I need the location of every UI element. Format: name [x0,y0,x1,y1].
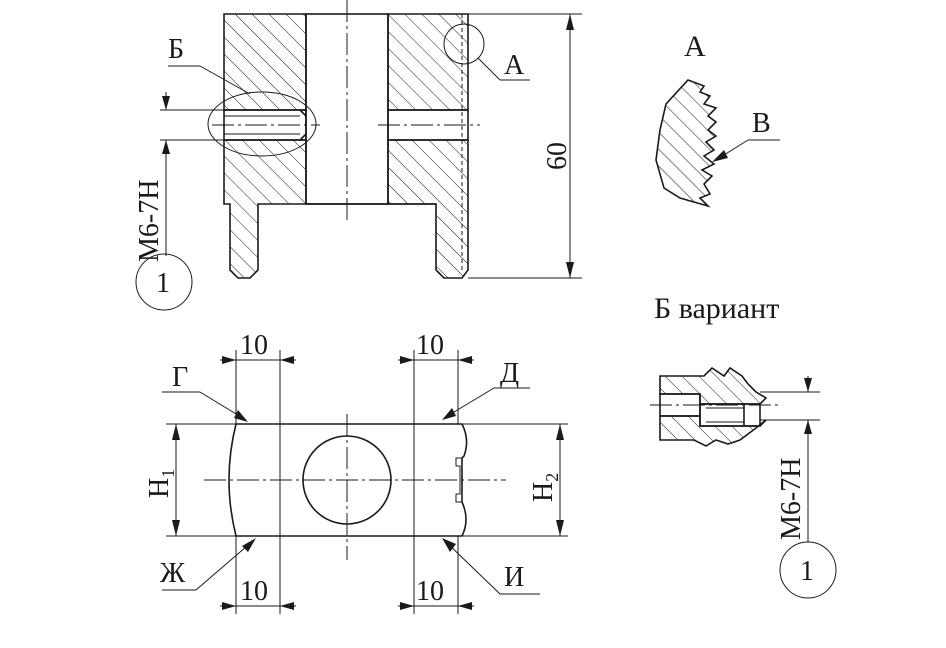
thread-spec-label: М6-7Н [134,180,165,262]
dim-tr-arrow2 [458,356,472,364]
variant-b-thread [699,403,761,427]
dim-tl-arrow2 [280,356,294,364]
thread-chamfer-bottom [299,133,307,141]
leader-g-arrow [234,410,248,422]
leader-zh-arrow [242,538,256,552]
dim60-arrow-bottom [566,262,574,278]
h1-sub: 1 [158,469,178,478]
label-i: И [504,562,524,593]
h2-sub: 2 [542,473,562,482]
label-b: Б [168,34,184,65]
thread-arrow-bottom [162,140,170,154]
svg-text:H1: H1 [144,469,178,498]
label-v: В [752,108,771,139]
plan-view [162,350,568,614]
variant-b-thread-spec: М6-7Н [776,458,807,540]
dim-tl-arrow1 [222,356,236,364]
dim-br-arrow1 [400,602,414,610]
left-wall-lower [223,139,307,279]
leader-v-arrow [712,150,728,162]
leader-i [443,539,501,595]
variant-b-arrow-top [804,378,812,392]
dim-bl-arrow1 [222,602,236,610]
right-wall-lower [387,139,469,279]
dim-tr-arrow1 [400,356,414,364]
section-view [135,0,582,311]
dim-bottom-left-label: 10 [240,576,268,607]
dim-top-left-label: 10 [240,330,268,361]
variant-b-title: Б вариант [654,292,779,325]
variant-b-lower [659,415,767,447]
svg-text:H2: H2 [528,473,562,502]
variant-b-view [650,366,837,599]
h2-label: H2 [528,473,562,502]
h2-arrow-top [556,424,564,440]
h2-arrow-bottom [556,520,564,536]
dim-bl-arrow2 [280,602,294,610]
note-number: 1 [156,268,170,299]
label-d: Д [500,358,519,389]
dim-top-right-label: 10 [416,330,444,361]
h2-main: H [528,482,559,502]
detail-a-view [655,79,780,208]
detail-a-shape [655,79,718,208]
label-g: Г [172,362,188,393]
dim60-arrow-top [566,14,574,30]
h1-main: H [144,478,175,498]
variant-b-arrow-bottom [804,420,812,434]
label-zh: Ж [160,558,186,589]
leader-a [477,57,501,81]
plan-notch [455,457,462,503]
detail-a-circle [443,23,485,65]
variant-b-note-circle [779,541,837,599]
leader-i-arrow [442,538,456,552]
plan-outline [228,423,468,537]
dim-60-label: 60 [542,142,573,170]
label-a: А [504,50,525,81]
note-circle [135,253,193,311]
leader-d-arrow [442,408,456,420]
h1-arrow-top [172,424,180,440]
thread-arrow-top [162,96,170,110]
leader-b [199,65,251,95]
variant-b-note-number: 1 [800,556,814,587]
variant-b-upper [659,366,768,405]
h1-arrow-bottom [172,520,180,536]
detail-a-title: А [684,30,706,63]
detail-b-ellipse [207,91,317,157]
thread-chamfer-top [299,109,307,117]
h1-label: H1 [144,469,178,498]
dim-bottom-right-label: 10 [416,576,444,607]
dim-br-arrow2 [458,602,472,610]
